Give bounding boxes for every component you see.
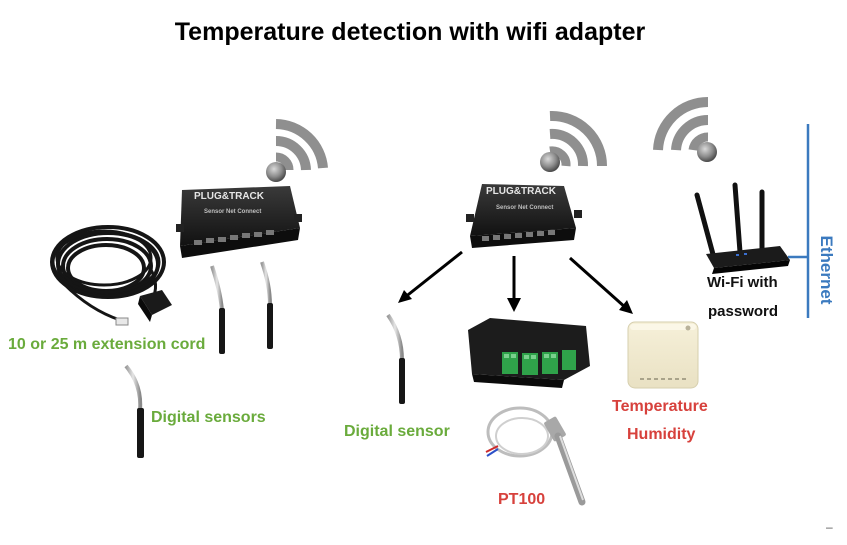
device-subtitle-left: Sensor Net Connect xyxy=(204,209,262,215)
ethernet-connection xyxy=(788,124,810,318)
temperature-label: Temperature xyxy=(612,398,708,415)
page-title: Temperature detection with wifi adapter xyxy=(174,18,646,46)
digital-probe xyxy=(260,261,273,349)
wifi-with-label: Wi-Fi with xyxy=(707,274,778,291)
extension-cord-label: 10 or 25 m extension cord xyxy=(8,336,206,353)
wifi-signal-icon xyxy=(653,96,717,162)
device-brand-center: PLUG&TRACK xyxy=(486,186,556,197)
extension-cord-coil xyxy=(50,225,166,322)
pt100-adapter-box xyxy=(468,318,590,388)
password-label: password xyxy=(708,303,779,320)
device-subtitle-center: Sensor Net Connect xyxy=(496,205,554,211)
connection-arrows xyxy=(398,250,633,314)
corner-mark: – xyxy=(826,520,833,534)
digital-probe xyxy=(386,313,405,404)
extension-cord-junction-box xyxy=(115,290,172,326)
plug-track-device-left xyxy=(176,186,302,258)
digital-sensors-label: Digital sensors xyxy=(151,409,266,426)
ethernet-label: Ethernet xyxy=(817,235,836,305)
digital-probe xyxy=(210,265,225,354)
wifi-signal-icon xyxy=(540,110,607,172)
device-brand-left: PLUG&TRACK xyxy=(194,191,264,202)
digital-sensor-label: Digital sensor xyxy=(344,423,450,440)
pt100-label: PT100 xyxy=(498,491,546,508)
digital-probe xyxy=(124,364,144,458)
wifi-router-icon xyxy=(694,182,790,274)
wifi-signal-icon xyxy=(266,119,328,182)
humidity-label: Humidity xyxy=(627,426,696,443)
plug-track-device-center xyxy=(466,184,582,248)
pt100-probe xyxy=(485,406,586,506)
humidity-sensor-box xyxy=(627,321,699,389)
